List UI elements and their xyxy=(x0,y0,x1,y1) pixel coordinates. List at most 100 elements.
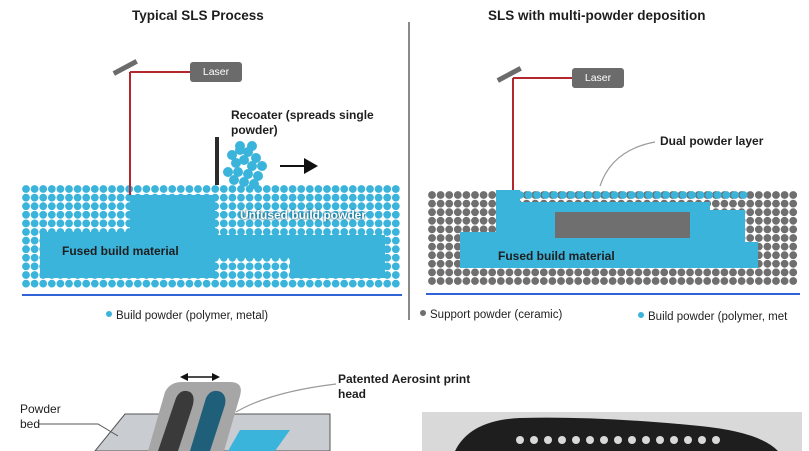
powder-particle xyxy=(297,279,306,288)
support-particle xyxy=(780,191,789,199)
support-particle xyxy=(471,225,479,234)
powder-particle xyxy=(237,202,245,211)
powder-particle xyxy=(142,185,151,193)
support-particle xyxy=(462,268,471,277)
powder-particle xyxy=(65,193,73,202)
powder-particle xyxy=(331,279,340,288)
support-particle xyxy=(754,268,763,277)
powder-particle xyxy=(280,210,288,219)
powder-particle xyxy=(245,228,254,236)
right-support-pocket xyxy=(555,212,690,238)
powder-particle xyxy=(383,210,392,219)
powder-particle xyxy=(65,202,73,211)
support-particle xyxy=(754,199,763,208)
powder-particle xyxy=(366,202,374,211)
powder-particle xyxy=(331,202,340,211)
powder-particle xyxy=(391,202,400,211)
support-particle xyxy=(488,191,497,199)
powder-particle xyxy=(99,210,108,219)
right-build-legend-text: Build powder (polymer, met xyxy=(648,311,788,323)
recoater-particle xyxy=(233,167,243,177)
support-particle xyxy=(574,277,583,285)
support-particle xyxy=(557,268,565,277)
powder-particle xyxy=(323,279,331,288)
powder-particle xyxy=(56,193,65,202)
powder-particle xyxy=(116,185,125,193)
powder-particle xyxy=(391,262,400,271)
powder-particle xyxy=(22,210,30,219)
support-particle xyxy=(436,208,445,217)
dual-layer-callout-line xyxy=(599,141,656,187)
support-particle xyxy=(660,268,669,277)
powder-particle xyxy=(245,219,254,228)
powder-particle xyxy=(219,219,228,228)
powder-particle xyxy=(237,185,245,193)
support-particle xyxy=(531,277,540,285)
powder-particle xyxy=(288,185,297,193)
support-particle xyxy=(453,251,462,260)
build-particle xyxy=(713,191,722,199)
powder-particle xyxy=(237,219,245,228)
support-particle xyxy=(746,191,755,199)
powder-particle xyxy=(366,210,374,219)
powder-particle xyxy=(305,185,314,193)
powder-particle xyxy=(133,185,142,193)
powder-particle xyxy=(323,210,331,219)
powder-particle xyxy=(331,193,340,202)
powder-particle xyxy=(271,271,280,279)
support-particle xyxy=(660,277,669,285)
support-particle xyxy=(479,208,488,217)
support-particle xyxy=(428,242,436,251)
powder-particle xyxy=(297,219,306,228)
powder-particle xyxy=(391,193,400,202)
support-particle xyxy=(488,199,497,208)
powder-particle xyxy=(47,202,56,211)
build-particle xyxy=(576,191,585,199)
support-particle xyxy=(471,199,479,208)
powder-particle xyxy=(219,262,228,271)
support-particle xyxy=(462,277,471,285)
powder-particle xyxy=(237,210,245,219)
powder-particle xyxy=(108,202,116,211)
powder-particle xyxy=(22,279,30,288)
build-particle xyxy=(645,191,653,199)
powder-particle xyxy=(30,262,39,271)
build-particle xyxy=(670,191,679,199)
powder-particle xyxy=(314,219,323,228)
support-particle xyxy=(780,234,789,242)
support-particle xyxy=(453,234,462,242)
lattice-hole xyxy=(516,436,524,444)
build-particle xyxy=(662,191,671,199)
powder-particle xyxy=(202,185,211,193)
powder-particle xyxy=(348,228,357,236)
build-particle xyxy=(688,191,696,199)
support-particle xyxy=(763,259,772,268)
support-particle xyxy=(436,268,445,277)
support-particle xyxy=(488,268,497,277)
powder-particle xyxy=(90,193,99,202)
powder-particle xyxy=(47,279,56,288)
support-particle xyxy=(436,216,445,225)
build-particle xyxy=(722,191,731,199)
powder-particle xyxy=(237,228,245,236)
support-particle xyxy=(565,277,574,285)
support-particle xyxy=(479,225,488,234)
powder-particle xyxy=(288,210,297,219)
support-particle xyxy=(428,251,436,260)
powder-particle xyxy=(314,228,323,236)
support-particle xyxy=(582,277,591,285)
build-particle xyxy=(696,191,705,199)
support-particle xyxy=(780,259,789,268)
support-particle xyxy=(746,208,755,217)
support-particle xyxy=(479,191,488,199)
build-particle xyxy=(627,191,636,199)
powder-particle xyxy=(280,271,288,279)
powder-particle xyxy=(47,185,56,193)
right-build-legend: Build powder (polymer, met xyxy=(638,311,787,323)
build-powder-dot-icon xyxy=(106,311,112,317)
support-particle xyxy=(634,268,643,277)
powder-particle xyxy=(254,193,263,202)
powder-particle xyxy=(391,236,400,245)
support-particle xyxy=(789,216,798,225)
